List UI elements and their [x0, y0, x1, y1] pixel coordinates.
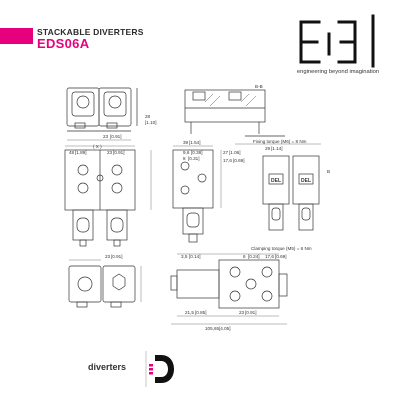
dim-9-6: 9,6 — [183, 150, 190, 155]
clamping-torque-note: Clamping torque (M5) = 6 Nm — [251, 246, 312, 251]
dim-105-65: 105,65 — [205, 326, 219, 331]
dim-39: 39 — [183, 140, 189, 145]
fixing-torque-note: Fixing torque (M6) = 8 Nm — [253, 139, 307, 144]
dim-27: 27 — [223, 150, 229, 155]
product-code: EDS06A — [37, 36, 90, 51]
dim-23d-in: [0.91] — [111, 254, 123, 259]
footer-category-label: diverters — [88, 362, 127, 372]
dim-8: 8 — [183, 156, 186, 161]
dim-3-5: 3,5 — [181, 254, 188, 259]
dim-17-6: 17,6 — [223, 158, 232, 163]
dim-6: 6 — [243, 254, 246, 259]
header-accent-bar — [0, 28, 33, 44]
company-tagline: engineering beyond imagination — [296, 69, 380, 75]
dim-21-5-in: [0.85] — [195, 310, 207, 315]
dim-48: 48 — [69, 150, 75, 155]
coil-label-left: DEL — [271, 178, 281, 184]
dim-23b-in: [0.91] — [113, 150, 125, 155]
dim-23-top: 23 — [103, 134, 109, 139]
company-logo — [299, 14, 375, 68]
dim-23c: 23 — [239, 310, 245, 315]
product-category: STACKABLE DIVERTERS — [37, 27, 144, 37]
dim-23d: 23 — [105, 254, 111, 259]
dim-28-in: [1.10] — [145, 120, 157, 125]
coil-label-right: DEL — [301, 178, 311, 184]
section-bb — [184, 89, 266, 123]
dim-23c-in: [0.91] — [245, 310, 257, 315]
dim-17-6b: 17,6 — [265, 254, 274, 259]
technical-drawing: B-B ( X ) B Fixing torque (M6) = 8 Nm Cl… — [64, 84, 330, 331]
section-label: B-B — [255, 84, 263, 89]
dim-29: 29 — [265, 146, 271, 151]
dim-105-65-in: [4.05] — [219, 326, 231, 331]
dim-28: 28 — [145, 114, 151, 119]
dim-21-5: 21,5 — [185, 310, 194, 315]
dim-17-6b-in: [0.69] — [275, 254, 287, 259]
dim-39-in: [1.54] — [189, 140, 201, 145]
view-x-label: ( X ) — [93, 144, 102, 149]
dim-8-in: [0.31] — [188, 156, 200, 161]
dim-48-in: [1.89] — [75, 150, 87, 155]
dim-17-6-in: [0.69] — [233, 158, 245, 163]
dim-27-in: [1.06] — [229, 150, 241, 155]
dim-6-in: [0.24] — [248, 254, 260, 259]
dim-23b: 23 — [107, 150, 113, 155]
view-b-label: B — [327, 169, 330, 174]
dim-3-5-in: [0.14] — [189, 254, 201, 259]
dim-29-in: [1.14] — [271, 146, 283, 151]
diverters-logo-icon — [145, 351, 174, 387]
coil-head-right — [98, 87, 132, 127]
dim-23-top-in: [0.91] — [110, 134, 122, 139]
dim-9-6-in: [0.38] — [191, 150, 203, 155]
